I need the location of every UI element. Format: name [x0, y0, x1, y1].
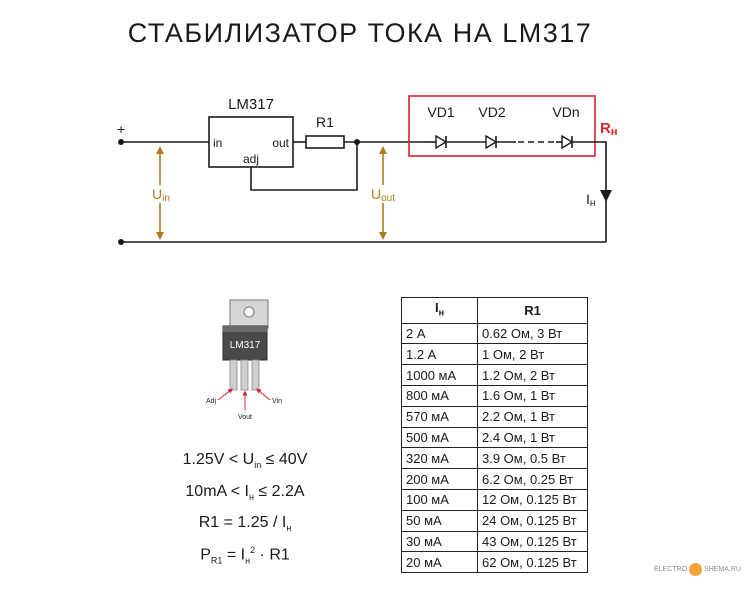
led-vd2: [485, 134, 498, 150]
cell-r1: 1 Ом, 2 Вт: [477, 343, 588, 366]
pin-vin: [251, 359, 260, 391]
col-header-current: Iн: [401, 297, 478, 324]
led-vdn-label: VDn: [552, 104, 579, 120]
pin-vout: [240, 359, 249, 391]
cell-r1: 24 Ом, 0.125 Вт: [477, 509, 588, 532]
watermark: ELECTRO SHEMA.RU: [654, 563, 741, 576]
watermark-left: ELECTRO: [654, 566, 688, 573]
cell-current: 200 мА: [401, 468, 478, 490]
pin-vin-label: Vin: [272, 398, 282, 405]
pin-in-label: in: [213, 136, 222, 150]
circuit-schematic: + LM317 in out adj R1 VD1 VD2 VDn Rн Iн …: [117, 95, 618, 245]
led-vd1-label: VD1: [427, 104, 454, 120]
lm317-label: LM317: [228, 96, 274, 113]
formula-r1: R1 = 1.25 / Iн: [198, 514, 292, 534]
current-arrow: [600, 190, 612, 202]
cell-current: 1.2 А: [401, 343, 478, 366]
formula-power: PR1 = Iн2 · R1: [200, 545, 290, 566]
cell-r1: 0.62 Ом, 3 Вт: [477, 322, 588, 345]
cell-r1: 43 Ом, 0.125 Вт: [477, 530, 588, 553]
lm317-block: [208, 116, 294, 168]
pin-adj: [229, 359, 238, 391]
load-return-wire: [572, 141, 607, 242]
current-label: Iн: [586, 191, 595, 209]
lm317-package-drawing: LM317 Adj Vout Vin: [206, 299, 282, 421]
resistor-r1-label: R1: [316, 114, 334, 130]
load-box: [408, 95, 596, 157]
led-vd1: [435, 134, 448, 150]
cell-r1: 6.2 Ом, 0.25 Вт: [477, 468, 588, 490]
led-vd2-label: VD2: [478, 104, 505, 120]
globe-icon: [689, 563, 703, 576]
input-terminal: [118, 139, 124, 145]
uin-label: Uin: [152, 186, 170, 204]
cell-r1: 1.2 Ом, 2 Вт: [477, 364, 588, 386]
table-header-row: Iн R1: [401, 297, 588, 324]
cell-current: 320 мА: [401, 447, 478, 470]
ground-terminal: [118, 239, 124, 245]
cell-r1: 12 Ом, 0.125 Вт: [477, 488, 588, 511]
pin-vout-label: Vout: [238, 414, 252, 421]
pin-out-label: out: [272, 136, 289, 150]
cell-r1: 3.9 Ом, 0.5 Вт: [477, 447, 588, 470]
col-header-r1: R1: [477, 297, 588, 324]
pin-adj-label: Adj: [206, 398, 217, 405]
page-title: СТАБИЛИЗАТОР ТОКА НА LM317: [127, 18, 593, 48]
resistor-r1: [305, 135, 345, 149]
cell-current: 800 мА: [401, 384, 478, 407]
cell-current: 30 мА: [401, 530, 478, 553]
adj-feedback-wire: [250, 142, 358, 191]
cell-current: 100 мА: [401, 488, 478, 511]
cell-r1: 2.4 Ом, 1 Вт: [477, 426, 588, 449]
cell-current: 50 мА: [401, 509, 478, 532]
watermark-right: SHEMA.RU: [704, 566, 742, 573]
formula-current-range: 10mA < Iн ≤ 2.2A: [185, 483, 305, 503]
led-vdn: [561, 134, 574, 150]
cell-current: 570 мА: [401, 405, 478, 428]
cell-current: 1000 мА: [401, 364, 478, 386]
load-label: Rн: [600, 120, 618, 138]
formula-uin-range: 1.25V < Uin ≤ 40V: [182, 451, 308, 471]
cell-r1: 62 Ом, 0.125 Вт: [477, 551, 588, 574]
cell-current: 20 мА: [401, 551, 478, 574]
cell-r1: 1.6 Ом, 1 Вт: [477, 384, 588, 407]
uout-label: Uout: [371, 186, 395, 204]
cell-r1: 2.2 Ом, 1 Вт: [477, 405, 588, 428]
pin-adj-label: adj: [243, 152, 259, 166]
chip-label: LM317: [230, 340, 261, 351]
plus-sign: +: [117, 121, 125, 137]
cell-current: 2 А: [401, 322, 478, 345]
cell-current: 500 мА: [401, 426, 478, 449]
